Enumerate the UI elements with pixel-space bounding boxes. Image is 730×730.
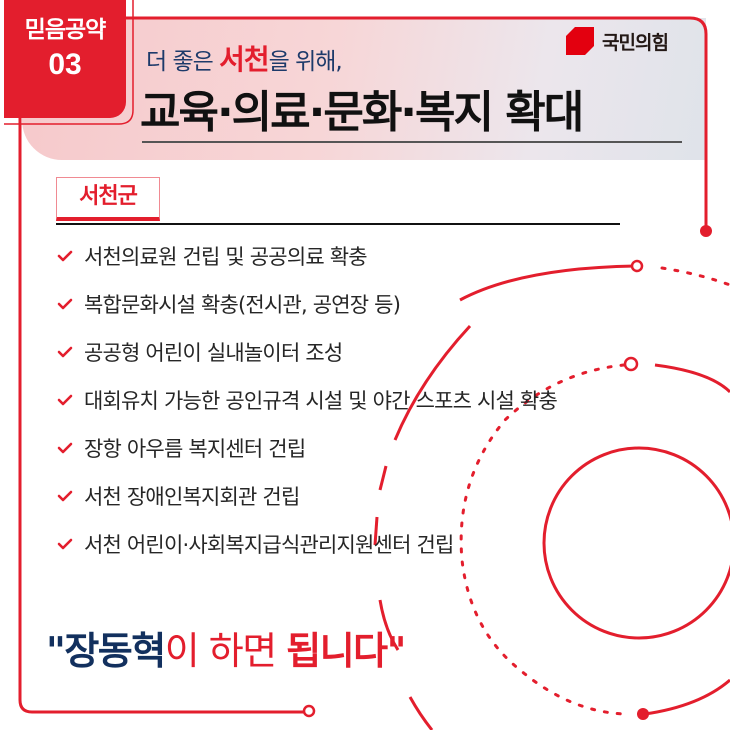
title-divider [142, 141, 682, 143]
slogan-emphasis: 됩니다 [286, 629, 388, 673]
subtitle: 더 좋은 서천을 위해, [146, 38, 343, 78]
slogan-open-quote: " [46, 629, 66, 673]
slogan-close-quote: " [386, 629, 407, 673]
slogan: "장동혁이 하면 됩니다" [46, 620, 407, 675]
check-icon [57, 250, 73, 262]
page-title: 교육·의료·문화·복지 확대 [140, 87, 584, 138]
list-item: 장항 아우름 복지센터 건립 [56, 424, 557, 472]
region-tag: 서천군 [56, 177, 160, 221]
list-item: 복합문화시설 확충(전시관, 공연장 등) [56, 280, 557, 328]
check-icon [57, 298, 73, 310]
pledge-text: 장항 아우름 복지센터 건립 [84, 437, 306, 461]
list-item: 대회유치 가능한 공인규격 시설 및 야간 스포츠 시설 확충 [56, 376, 558, 424]
slogan-middle: 이 하면 [164, 629, 287, 673]
region-label: 서천군 [79, 184, 138, 209]
pledge-badge: 믿음공약 03 [4, 0, 126, 118]
list-item: 서천 장애인복지회관 건립 [56, 472, 557, 520]
check-icon [57, 346, 73, 358]
pledge-text: 대회유치 가능한 공인규격 시설 및 야간 스포츠 시설 확충 [84, 389, 558, 413]
pledge-text: 공공형 어린이 실내놀이터 조성 [84, 341, 343, 365]
subtitle-suffix: 을 위해, [268, 49, 343, 75]
pledge-text: 서천 장애인복지회관 건립 [84, 485, 300, 509]
pledge-list: 서천의료원 건립 및 공공의료 확충 복합문화시설 확충(전시관, 공연장 등)… [56, 232, 558, 568]
check-icon [57, 538, 73, 550]
party-logo-text: 국민의힘 [602, 31, 669, 54]
slogan-name: 장동혁 [64, 629, 166, 673]
pledge-text: 서천 어린이·사회복지급식관리지원센터 건립 [84, 533, 454, 557]
subtitle-prefix: 더 좋은 [146, 49, 220, 75]
badge-label: 믿음공약 [24, 17, 107, 43]
region-divider [56, 223, 620, 225]
list-item: 서천의료원 건립 및 공공의료 확충 [56, 232, 557, 280]
badge-number: 03 [48, 48, 82, 81]
list-item: 공공형 어린이 실내놀이터 조성 [56, 328, 557, 376]
pledge-text: 서천의료원 건립 및 공공의료 확충 [84, 245, 368, 269]
party-logo: 국민의힘 [566, 27, 669, 55]
pledge-text: 복합문화시설 확충(전시관, 공연장 등) [84, 293, 401, 317]
check-icon [57, 490, 73, 502]
check-icon [57, 394, 73, 406]
list-item: 서천 어린이·사회복지급식관리지원센터 건립 [56, 520, 557, 568]
subtitle-highlight: 서천 [219, 43, 270, 76]
frame-dot-icon [700, 225, 712, 237]
check-icon [57, 442, 73, 454]
party-logo-icon [566, 27, 594, 55]
